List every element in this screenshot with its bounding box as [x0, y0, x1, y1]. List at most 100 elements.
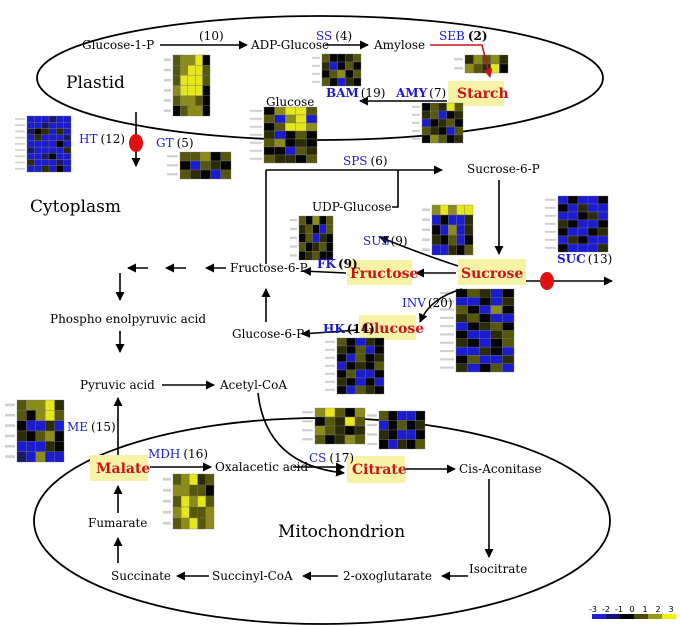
- heatmap-cell: [329, 53, 338, 63]
- heatmap-cell: [34, 146, 42, 154]
- heatmap-cell: [329, 69, 338, 79]
- heatmap-cell: [187, 85, 196, 96]
- heatmap-cell: [490, 305, 503, 315]
- heatmap-row-label: [302, 429, 313, 432]
- heatmap-cell: [41, 134, 50, 142]
- heatmap-cell: [295, 122, 307, 132]
- heatmap-cell: [440, 204, 449, 216]
- heatmap-cell: [195, 75, 203, 86]
- heatmap-cell: [305, 224, 313, 234]
- heatmap-cell: [324, 407, 336, 418]
- metabolite-oxoglutarate: 2-oxoglutarate: [343, 569, 432, 583]
- heatmap-cell: [172, 473, 182, 486]
- heatmap-cell: [326, 242, 334, 252]
- heatmap-row-label: [440, 300, 454, 303]
- metabolite-glucose: Glucose: [362, 321, 424, 337]
- color-scale-tick: 0: [629, 605, 634, 614]
- heatmap-cell: [263, 130, 275, 140]
- heatmap-row-label: [422, 238, 430, 241]
- heatmap-cell: [181, 506, 190, 519]
- heatmap-cell: [324, 434, 336, 445]
- heatmap-cell: [172, 64, 181, 76]
- heatmap-cell: [448, 204, 457, 216]
- heatmap-cell: [274, 114, 286, 124]
- heatmap-cell: [189, 473, 198, 486]
- color-scale-tick: 3: [668, 605, 673, 614]
- glucose-highlight: [359, 315, 416, 340]
- citrate-highlight: [347, 456, 405, 483]
- heatmap-cell: [454, 102, 464, 112]
- heatmap-cell: [195, 105, 203, 117]
- heatmap-cell: [490, 346, 503, 356]
- heatmap-cell: [285, 114, 296, 124]
- heatmap-cell: [305, 233, 313, 243]
- enzyme-hk: HK(14): [323, 322, 375, 336]
- heatmap-row-label: [167, 164, 178, 167]
- heatmap-cell: [180, 95, 188, 107]
- suc-transporter-marker: [540, 272, 554, 290]
- heatmap-cell: [195, 64, 203, 76]
- heatmap-row-label: [15, 155, 25, 158]
- metabolite-glucose-6-p: Glucose-6-P: [232, 327, 304, 341]
- heatmap-cell: [353, 53, 362, 63]
- heatmap-cell: [557, 243, 569, 253]
- heatmap-row-label: [164, 68, 171, 72]
- arrow-fk: [302, 266, 347, 276]
- heatmap-row-label: [325, 340, 335, 343]
- heatmap-hk: [325, 337, 385, 395]
- heatmap-cell: [365, 385, 375, 395]
- heatmap-cell: [306, 114, 318, 124]
- enzyme-sus: SUS(9): [363, 234, 408, 248]
- heatmap-cell: [479, 313, 491, 323]
- heatmap-cell: [467, 346, 480, 356]
- heatmap-cell: [48, 165, 57, 173]
- heatmap-cell: [374, 385, 385, 395]
- heatmap-cell: [45, 410, 55, 421]
- heatmap-cell: [172, 105, 181, 117]
- heatmap-cell: [431, 204, 441, 216]
- heatmap-row-label: [440, 308, 454, 311]
- metabolite-udp-glucose: UDP-Glucose: [312, 200, 392, 214]
- metabolite-fructose: Fructose: [350, 266, 418, 282]
- heatmap-row-label: [440, 366, 454, 369]
- heatmap-cell: [455, 363, 468, 373]
- heatmap-cell: [397, 439, 407, 450]
- heatmap-cell: [355, 361, 366, 371]
- heatmap-cell: [190, 151, 201, 162]
- heatmap-row-label: [290, 254, 297, 257]
- heatmap-cell: [34, 153, 42, 160]
- heatmap-cell: [189, 517, 198, 530]
- metabolite-malate: Malate: [96, 461, 150, 477]
- heatmap-cell: [172, 95, 181, 107]
- heatmap-cell: [172, 75, 181, 86]
- heatmap-suc: [545, 195, 609, 253]
- malate-highlight: [90, 455, 148, 481]
- heatmap-cell: [48, 159, 57, 166]
- heatmap-cell: [48, 134, 57, 142]
- heatmap-cs_a: [302, 407, 366, 445]
- heatmap-cell: [374, 369, 385, 379]
- heatmap-row-label: [454, 58, 463, 61]
- heatmap-cell: [41, 122, 50, 129]
- heatmap-cell: [189, 495, 198, 508]
- heatmap-cell: [557, 227, 569, 237]
- heatmap-cell: [577, 203, 589, 213]
- heatmap-row-label: [302, 420, 313, 423]
- heatmap-cell: [54, 441, 65, 452]
- heatmap-row-label: [164, 89, 171, 92]
- heatmap-cell: [16, 441, 27, 452]
- heatmap-cell: [365, 337, 375, 347]
- heatmap-row-label: [422, 208, 430, 211]
- heatmap-cell: [34, 134, 42, 142]
- heatmap-cell: [365, 369, 375, 379]
- heatmap-cell: [490, 54, 500, 65]
- heatmap-cell: [479, 363, 491, 373]
- heatmap-row-label: [15, 118, 25, 120]
- cytoplasm-label: Cytoplasm: [30, 197, 121, 217]
- heatmap-cell: [172, 484, 182, 497]
- heatmap-row-label: [312, 64, 320, 67]
- heatmap-cell: [312, 215, 320, 225]
- heatmap-cell: [181, 517, 190, 530]
- heatmap-cell: [354, 407, 366, 418]
- heatmap-cell: [326, 233, 334, 243]
